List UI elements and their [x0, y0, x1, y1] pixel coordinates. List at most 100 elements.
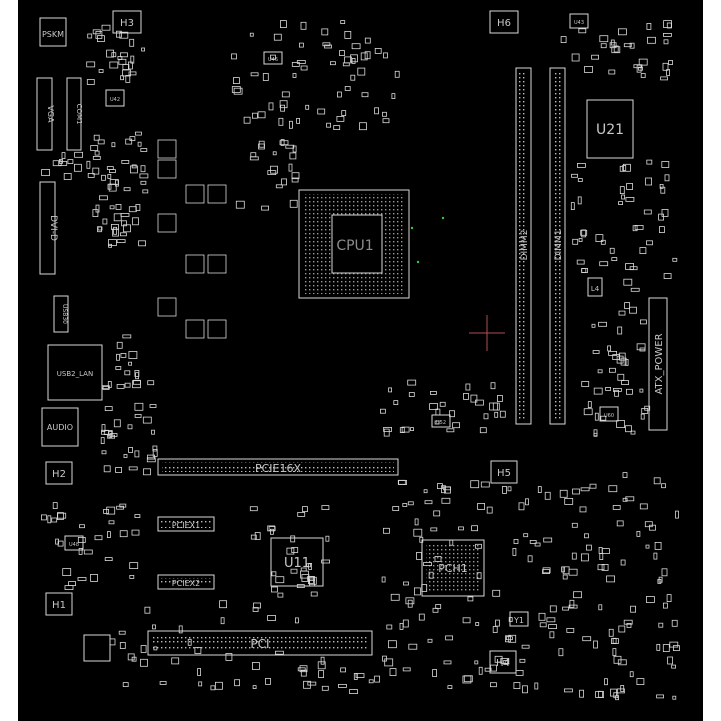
vga-label: VGA	[46, 105, 55, 123]
smd-part	[617, 373, 625, 381]
smd-part	[427, 638, 433, 643]
smd-part	[666, 69, 670, 76]
smd-part	[577, 178, 583, 182]
smd-part	[134, 514, 141, 518]
smd-part	[383, 52, 388, 59]
smd-part	[594, 412, 599, 421]
smd-part	[490, 382, 496, 390]
smd-part	[109, 638, 116, 646]
smd-part	[350, 54, 358, 63]
smd-part	[640, 73, 646, 78]
smd-part	[382, 111, 387, 117]
smd-part	[577, 162, 586, 168]
smd-part	[659, 226, 665, 234]
smd-part	[640, 319, 647, 325]
smd-part	[521, 644, 530, 649]
smd-part	[581, 553, 589, 562]
smd-part	[660, 186, 666, 194]
smd-part	[629, 42, 635, 49]
smd-part	[527, 555, 533, 563]
smd-part	[583, 408, 593, 416]
smd-part	[317, 661, 326, 670]
smd-part	[638, 58, 648, 66]
smd-part	[146, 457, 156, 463]
smd-part	[397, 479, 406, 485]
smd-part	[619, 165, 624, 172]
smd-part	[261, 205, 270, 211]
smd-part	[620, 685, 625, 692]
qfp-chip-left	[83, 634, 111, 662]
smd-part	[109, 205, 115, 210]
cpu-socket: CPU1	[298, 189, 410, 299]
smd-part	[93, 134, 100, 141]
smd-part	[275, 576, 285, 584]
smd-part	[113, 226, 117, 235]
smd-part	[624, 358, 629, 366]
smd-part	[463, 675, 473, 683]
smd-part	[569, 599, 575, 608]
smd-part	[207, 184, 227, 204]
smd-part	[121, 159, 130, 164]
smd-part	[578, 28, 587, 34]
smd-part	[646, 240, 653, 246]
smd-part	[489, 682, 497, 688]
smd-part	[598, 321, 607, 327]
usb2-lan-label: USB2_LAN	[57, 370, 93, 378]
smd-part	[249, 506, 258, 512]
smd-part	[285, 144, 295, 149]
smd-part	[568, 604, 578, 609]
smd-part	[265, 678, 271, 685]
smd-part	[157, 213, 177, 233]
com1-connector: COM1	[66, 77, 83, 151]
smd-part	[118, 630, 126, 635]
smd-part	[337, 684, 347, 688]
u52-chip: U52	[431, 414, 451, 428]
smd-part	[94, 535, 103, 541]
smd-part	[300, 570, 309, 579]
smd-part	[116, 239, 126, 244]
smd-part	[207, 254, 227, 274]
smd-part	[593, 432, 598, 437]
smd-part	[134, 402, 144, 411]
smd-part	[281, 91, 290, 98]
smd-part	[142, 416, 152, 424]
smd-part	[408, 643, 418, 650]
smd-part	[564, 688, 573, 693]
smd-part	[593, 387, 603, 395]
smd-part	[502, 485, 507, 494]
smd-part	[379, 408, 386, 414]
smd-part	[374, 107, 380, 115]
smd-part	[116, 30, 122, 38]
smd-part	[597, 564, 605, 571]
smd-part	[641, 407, 649, 414]
smd-part	[611, 257, 618, 262]
smd-part	[87, 172, 95, 178]
smd-part	[419, 536, 424, 543]
smd-part	[115, 179, 119, 187]
smd-part	[614, 389, 619, 397]
smd-part	[543, 537, 553, 543]
smd-part	[317, 108, 326, 115]
smd-part	[621, 194, 625, 200]
smd-part	[584, 66, 593, 73]
smd-part	[484, 667, 492, 672]
smd-part	[321, 28, 329, 36]
smd-part	[630, 430, 636, 435]
smd-part	[626, 623, 632, 628]
smd-part	[118, 58, 127, 65]
smd-part	[579, 689, 584, 698]
smd-part	[609, 42, 617, 49]
smd-part	[632, 225, 638, 232]
smd-part	[566, 628, 575, 633]
smd-part	[257, 111, 266, 119]
smd-part	[410, 427, 414, 432]
smd-part	[494, 411, 499, 418]
smd-part	[658, 576, 663, 583]
smd-part	[383, 426, 393, 432]
smd-part	[250, 534, 257, 540]
smd-part	[125, 138, 133, 145]
h3-label: H3	[120, 18, 134, 29]
smd-part	[609, 247, 615, 254]
smd-part	[449, 410, 455, 418]
smd-part	[441, 485, 446, 494]
